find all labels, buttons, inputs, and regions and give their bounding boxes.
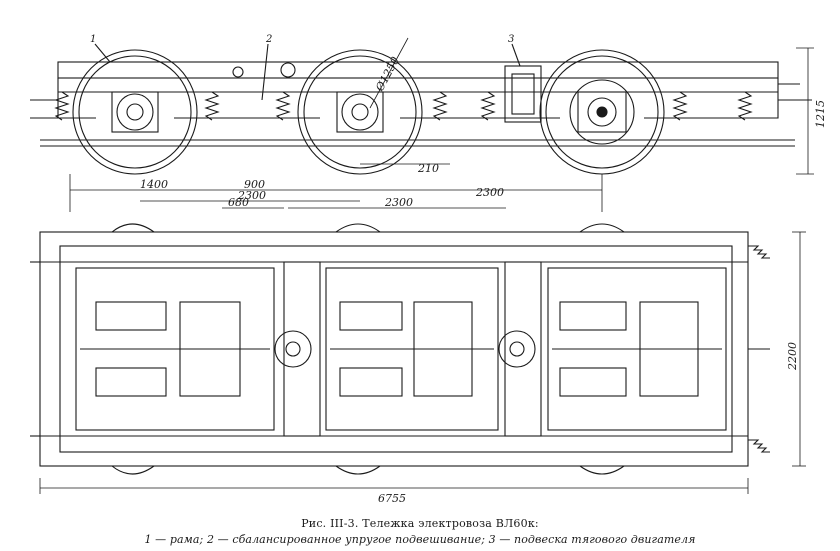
- side-frame: [40, 61, 795, 147]
- plan-dimension-lines: [39, 231, 806, 494]
- figure-caption-title: Рис. III-3. Тележка электровоза ВЛ60к:: [301, 517, 539, 530]
- dim-680: 680: [228, 196, 249, 209]
- dim-900: 900: [244, 178, 265, 191]
- dim-1400: 1400: [140, 178, 168, 191]
- callout-1: 1: [90, 34, 96, 45]
- side-dimension-lines: [69, 37, 814, 212]
- frame-inner: [59, 245, 733, 453]
- side-view: [30, 43, 812, 175]
- callout-3: 3: [508, 34, 514, 45]
- motor-bay-3: [547, 267, 727, 431]
- dim-210: 210: [417, 162, 439, 175]
- dim-2300-axle: 2300: [237, 189, 266, 202]
- bogie-drawing: 1 2 3 Ø1250 1215 210 1400 900 2300 2300 …: [30, 34, 827, 505]
- dim-length: 6755: [378, 492, 406, 505]
- wheel-right: [539, 49, 665, 175]
- wheel-middle: [297, 49, 423, 175]
- motor-bay-1: [75, 267, 275, 431]
- dim-height: 1215: [814, 100, 827, 128]
- springs: [54, 91, 753, 121]
- wheel-left: [72, 49, 198, 175]
- dim-2300-side: 2300: [475, 186, 504, 199]
- figure-caption-legend: 1 — рама; 2 — сбалансированное упругое п…: [144, 533, 696, 546]
- motor-bay-2: [325, 267, 499, 431]
- dim-width: 2200: [786, 342, 799, 371]
- plan-view: [30, 223, 770, 475]
- dim-wheel-diameter: Ø1250: [373, 55, 402, 95]
- dim-2300-plan: 2300: [384, 196, 413, 209]
- callout-2: 2: [265, 34, 272, 45]
